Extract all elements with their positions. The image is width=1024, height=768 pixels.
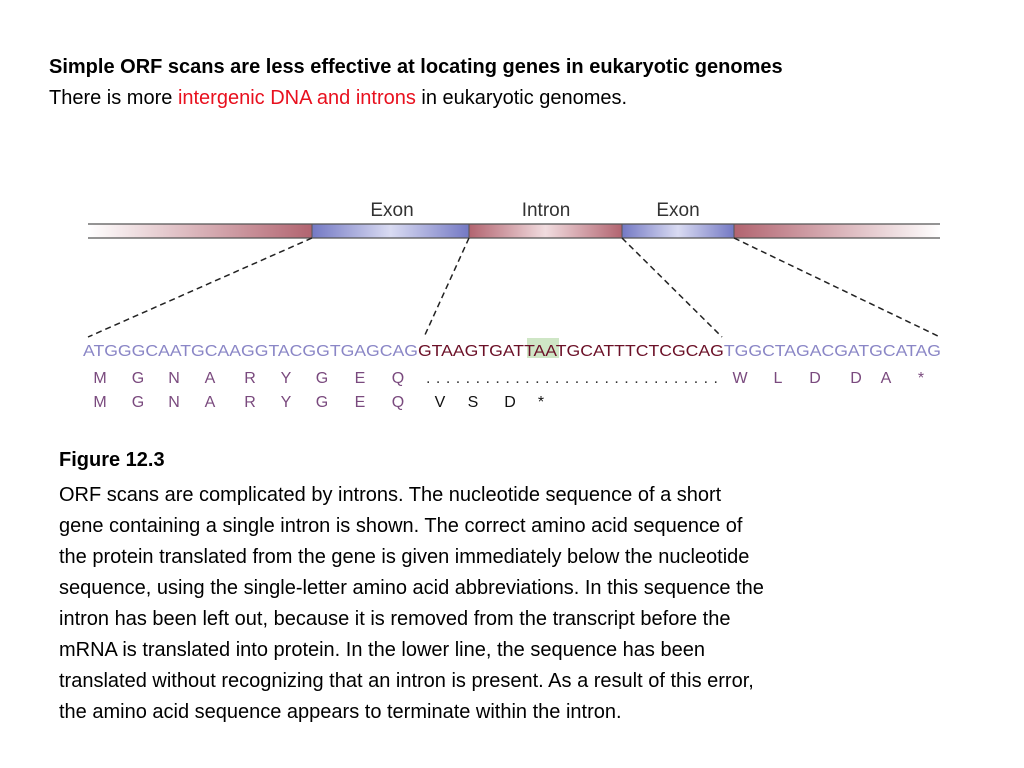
correct-aa: R bbox=[244, 370, 256, 387]
naive-aa: G bbox=[316, 394, 328, 411]
caption-line: the amino acid sequence appears to termi… bbox=[59, 701, 622, 723]
naive-aa: R bbox=[244, 394, 256, 411]
seq-intron-b: TGCATTTCTCGCAG bbox=[556, 343, 724, 360]
caption-line: gene containing a single intron is shown… bbox=[59, 515, 743, 537]
naive-aa: Y bbox=[281, 394, 292, 411]
naive-aa: M bbox=[93, 394, 106, 411]
naive-aa: Q bbox=[392, 394, 404, 411]
naive-aa: G bbox=[132, 394, 144, 411]
exon-label-right: Exon bbox=[656, 200, 699, 221]
naive-aa: A bbox=[205, 394, 216, 411]
correct-aa: E bbox=[355, 370, 366, 387]
figure-label: Figure 12.3 bbox=[59, 449, 165, 471]
naive-aa: N bbox=[168, 394, 180, 411]
zoom-line-4 bbox=[733, 237, 941, 338]
correct-aa-stop: * bbox=[918, 370, 924, 387]
figure-caption: ORF scans are complicated by introns. Th… bbox=[59, 480, 974, 728]
correct-aa: D bbox=[809, 370, 821, 387]
zoom-line-1 bbox=[87, 237, 313, 338]
subtitle-text-after: in eukaryotic genomes. bbox=[415, 87, 628, 109]
caption-line: mRNA is translated into protein. In the … bbox=[59, 639, 705, 661]
caption-line: the protein translated from the gene is … bbox=[59, 546, 750, 568]
intron-label: Intron bbox=[522, 200, 571, 221]
naive-aa: E bbox=[355, 394, 366, 411]
exon-label-left: Exon bbox=[370, 200, 413, 221]
caption-line: ORF scans are complicated by introns. Th… bbox=[59, 484, 722, 506]
correct-aa: G bbox=[132, 370, 144, 387]
correct-aa: Q bbox=[392, 370, 404, 387]
correct-aa: G bbox=[316, 370, 328, 387]
seq-exon2: TGGCTAGACGATGCATAG bbox=[724, 343, 941, 360]
intron-gap-dots: .............................. bbox=[426, 370, 718, 387]
caption-line: intron has been left out, because it is … bbox=[59, 608, 731, 630]
correct-aa: A bbox=[205, 370, 216, 387]
correct-aa: D bbox=[850, 370, 862, 387]
gene-bar bbox=[88, 223, 940, 239]
correct-translation-row: M G N A R Y G E Q ......................… bbox=[93, 370, 924, 387]
naive-intron-aa: V bbox=[435, 394, 446, 411]
naive-intron-stop: * bbox=[538, 394, 544, 411]
bar-flank-left bbox=[88, 224, 312, 238]
bar-exon-right bbox=[622, 224, 734, 238]
bar-intron bbox=[469, 224, 622, 238]
seq-exon1: ATGGGCAATGCAAGGTACGGTGAGCAG bbox=[83, 343, 418, 360]
subtitle-highlight: intergenic DNA and introns bbox=[177, 87, 416, 109]
correct-aa: A bbox=[881, 370, 892, 387]
seq-intron-a: GTAAGTGAT bbox=[418, 343, 525, 360]
zoom-line-3 bbox=[621, 237, 723, 338]
stop-codon-highlight bbox=[527, 338, 559, 358]
bar-flank-right bbox=[734, 224, 940, 238]
caption-line: sequence, using the single-letter amino … bbox=[59, 577, 764, 599]
correct-aa: M bbox=[93, 370, 106, 387]
caption-line: translated without recognizing that an i… bbox=[59, 670, 754, 692]
naive-translation-row: M G N A R Y G E Q V S D * bbox=[93, 394, 544, 411]
naive-intron-aa: D bbox=[504, 394, 516, 411]
correct-aa: L bbox=[774, 370, 783, 387]
bar-exon-left bbox=[312, 224, 469, 238]
correct-aa: N bbox=[168, 370, 180, 387]
slide-subtitle: There is more intergenic DNA and introns… bbox=[49, 87, 627, 110]
orf-intron-diagram: Exon Intron Exon ATGGGCAATGCAAGGTACGGTGA… bbox=[83, 200, 941, 411]
naive-intron-aa: S bbox=[468, 394, 479, 411]
correct-aa: W bbox=[732, 370, 748, 387]
correct-aa: Y bbox=[281, 370, 292, 387]
seq-intron-stop: TAA bbox=[524, 343, 558, 360]
slide-title: Simple ORF scans are less effective at l… bbox=[49, 56, 783, 78]
subtitle-text-before: There is more bbox=[49, 87, 178, 109]
zoom-line-2 bbox=[423, 237, 470, 338]
